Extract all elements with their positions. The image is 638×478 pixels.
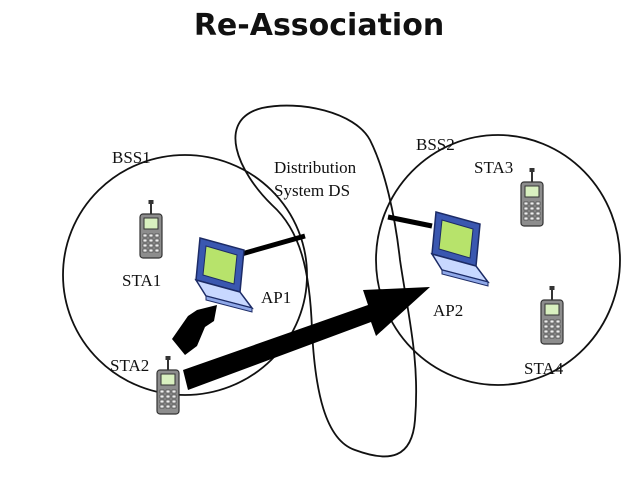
sta4-phone-icon [540, 285, 564, 345]
ap2-label: AP2 [433, 301, 463, 320]
sta2-label: STA2 [110, 356, 149, 375]
ap2-ds-link [387, 214, 433, 229]
ap1-ds-link [237, 233, 306, 258]
ds-label-line2: System DS [274, 181, 350, 200]
distribution-system-boundary [234, 104, 418, 458]
bss2-label: BSS2 [416, 135, 455, 154]
sta1-label: STA1 [122, 271, 161, 290]
ds-label-line1: Distribution [274, 158, 357, 177]
bss1-boundary [62, 154, 308, 396]
sta2-to-ap1-arrow [172, 305, 217, 355]
ap2-laptop-icon [431, 211, 489, 287]
slide-title: Re-Association [193, 8, 445, 43]
sta2-to-ap2-arrow [183, 287, 430, 390]
sta1-phone-icon [139, 199, 163, 259]
sta3-phone-icon [520, 167, 544, 227]
sta2-phone-icon [156, 355, 180, 415]
sta4-label: STA4 [524, 359, 564, 378]
bss1-label: BSS1 [112, 148, 151, 167]
ap1-laptop-icon [195, 237, 253, 313]
bss2-boundary [375, 134, 621, 386]
ap1-label: AP1 [261, 288, 291, 307]
sta3-label: STA3 [474, 158, 513, 177]
